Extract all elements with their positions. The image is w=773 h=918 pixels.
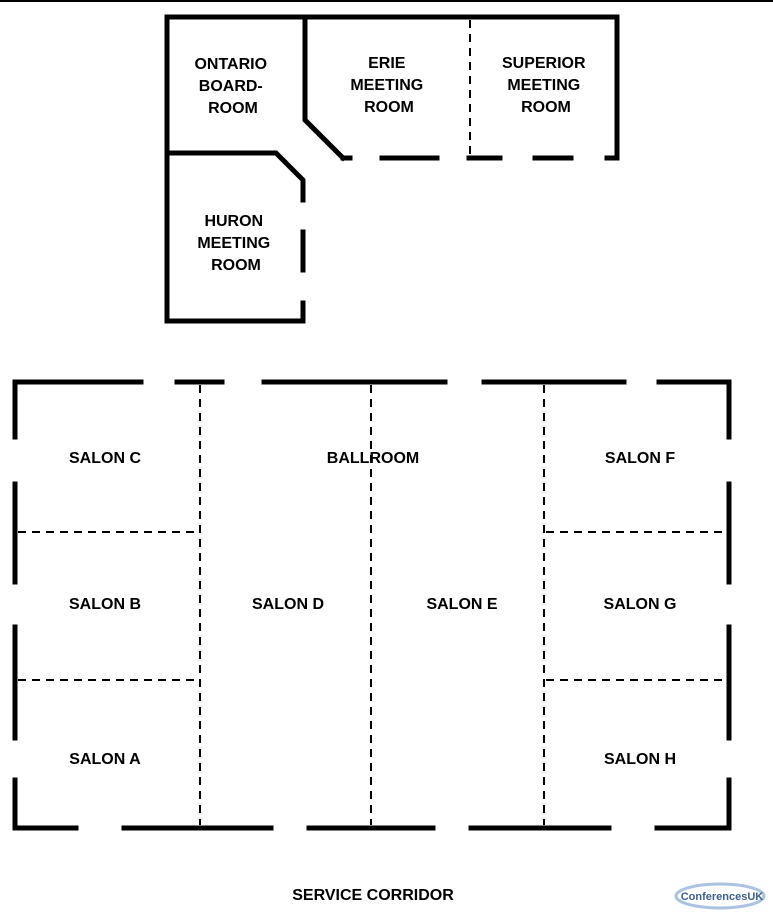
salon-d-label: SALON D [252, 596, 324, 613]
salon-f-label: SALON F [605, 450, 675, 467]
salon-c-label: SALON C [69, 450, 141, 467]
upper-meeting-rooms [164, 14, 620, 324]
huron-line-1: HURON [204, 213, 263, 230]
huron-line-3: ROOM [211, 257, 261, 274]
conferences-uk-logo: ConferencesUK [674, 882, 766, 910]
erie-line-2: MEETING [350, 77, 423, 94]
salon-e-label: SALON E [426, 596, 497, 613]
superior-line-3: ROOM [521, 99, 571, 116]
wall-upper-top [164, 14, 620, 163]
ontario-boardroom-label: ONTARIO BOARD- ROOM [194, 56, 271, 117]
salon-a-label: SALON A [69, 751, 141, 768]
superior-line-2: MEETING [507, 77, 580, 94]
wall-huron-bottom [164, 150, 306, 324]
ontario-line-2: BOARD- [199, 78, 263, 95]
ballroom-block [12, 379, 732, 831]
service-corridor-label: SERVICE CORRIDOR [292, 887, 454, 904]
ballroom-label: BALLROOM [327, 450, 419, 467]
salon-g-label: SALON G [604, 596, 677, 613]
wall-ontario-erie [302, 14, 347, 162]
logo-text: ConferencesUK [681, 891, 764, 903]
huron-line-2: MEETING [197, 235, 270, 252]
erie-meeting-room-label: ERIE MEETING ROOM [350, 55, 427, 116]
superior-meeting-room-label: SUPERIOR MEETING ROOM [502, 55, 590, 116]
huron-meeting-room-label: HURON MEETING ROOM [197, 213, 274, 274]
salon-h-label: SALON H [604, 751, 676, 768]
superior-line-1: SUPERIOR [502, 55, 586, 72]
logo-swoosh-icon [674, 882, 766, 910]
ontario-line-3: ROOM [208, 100, 258, 117]
wall-ontario-huron [164, 150, 306, 203]
salon-b-label: SALON B [69, 596, 141, 613]
erie-line-3: ROOM [364, 99, 414, 116]
ontario-line-1: ONTARIO [194, 56, 267, 73]
erie-line-1: ERIE [368, 55, 406, 72]
